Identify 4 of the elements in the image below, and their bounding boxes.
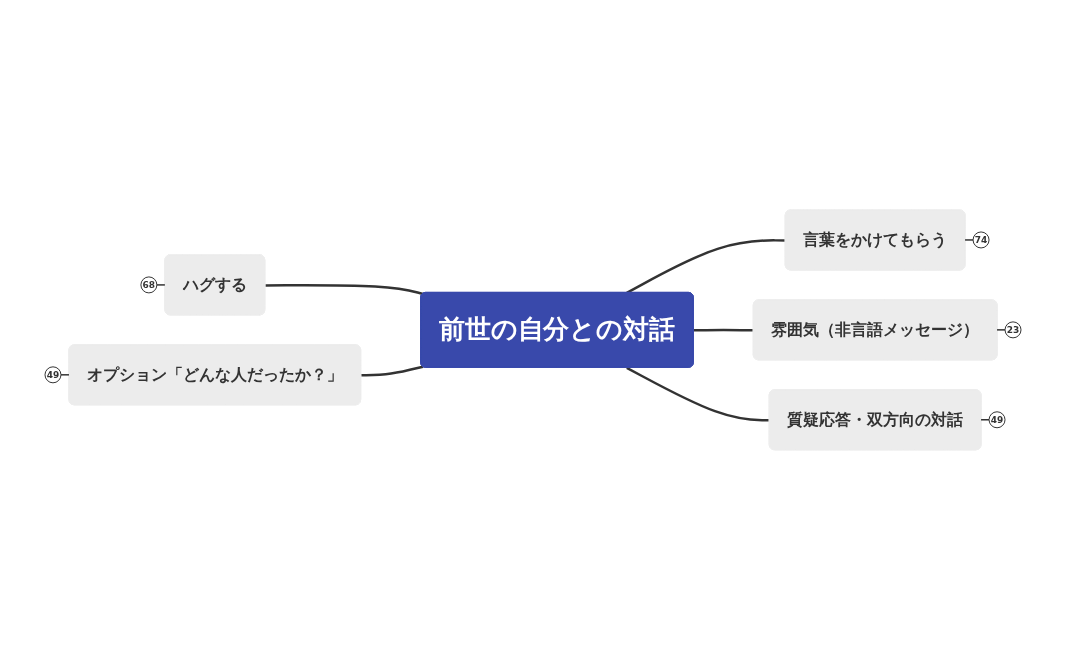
connector xyxy=(361,365,424,377)
connector xyxy=(693,328,754,332)
connector xyxy=(265,284,424,296)
connector xyxy=(626,366,770,422)
